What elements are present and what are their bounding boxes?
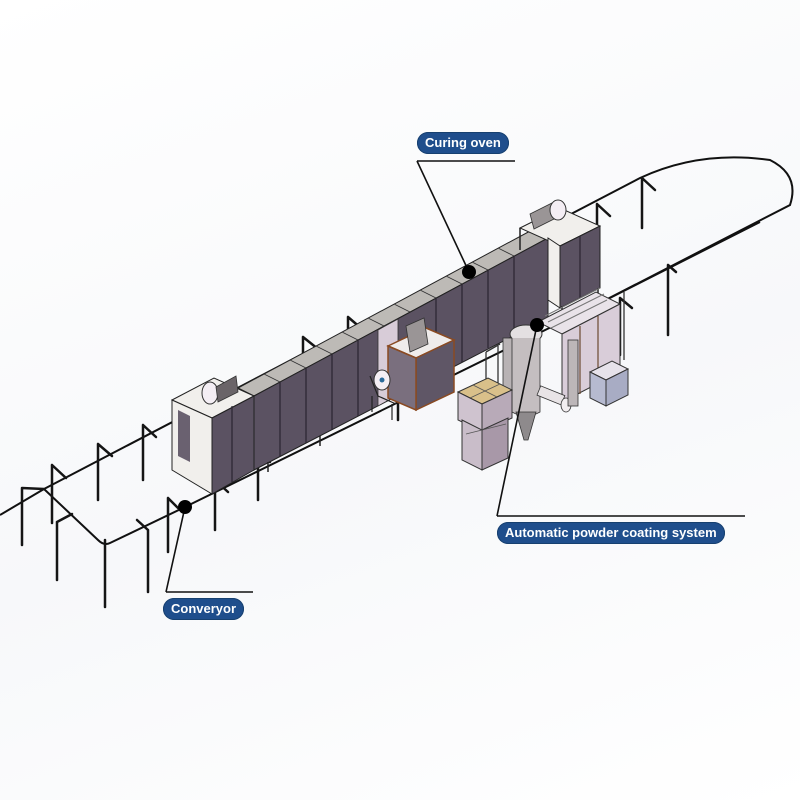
- curing-oven-pointer-dot: [462, 265, 476, 279]
- powder-coating-system: [456, 287, 630, 471]
- curing-oven-label: Curing oven: [417, 132, 509, 154]
- powder-system-pointer-dot: [530, 318, 544, 332]
- conveyor-label: Converyor: [163, 598, 245, 620]
- oven-heater-booth: [369, 317, 456, 420]
- leader-lines: [165, 160, 745, 593]
- pointer-dots: [178, 265, 544, 514]
- powder-coating-system-label: Automatic powder coating system: [497, 522, 725, 544]
- oven-exit-module: [518, 199, 602, 316]
- conveyor-pointer-dot: [178, 500, 192, 514]
- oven-entry-module: [170, 375, 256, 495]
